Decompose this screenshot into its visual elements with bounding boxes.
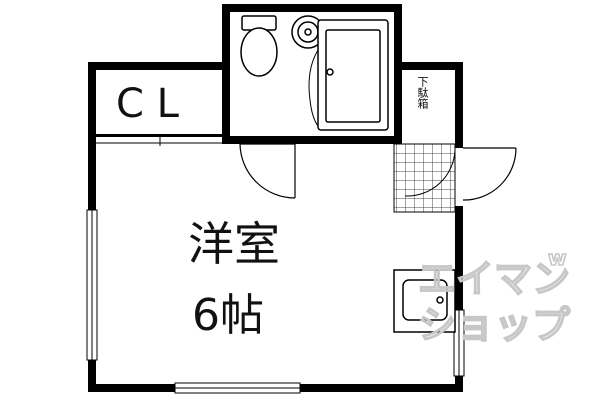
entrance-floor bbox=[393, 143, 456, 213]
closet-label: C L bbox=[116, 81, 180, 127]
window-bottom bbox=[174, 382, 301, 394]
bathroom-door bbox=[239, 143, 296, 199]
entrance-inner-door bbox=[404, 149, 456, 197]
entrance-door bbox=[462, 147, 517, 201]
watermark-sub: ショップ bbox=[418, 303, 570, 347]
closet-door bbox=[96, 137, 222, 146]
kitchen-sink-icon bbox=[393, 269, 456, 333]
watermark-main: エイマン bbox=[418, 257, 570, 301]
shower-pipe bbox=[308, 49, 319, 127]
bathtub-icon bbox=[317, 19, 389, 131]
window-right bbox=[453, 309, 465, 377]
watermark-corner: w bbox=[548, 246, 566, 270]
window-left bbox=[86, 209, 98, 361]
toilet-icon bbox=[240, 15, 278, 77]
room-type-label: 洋室 bbox=[188, 217, 280, 271]
shoe-box-label: 下駄箱 bbox=[416, 76, 429, 109]
room-size-label: 6帖 bbox=[192, 290, 264, 341]
